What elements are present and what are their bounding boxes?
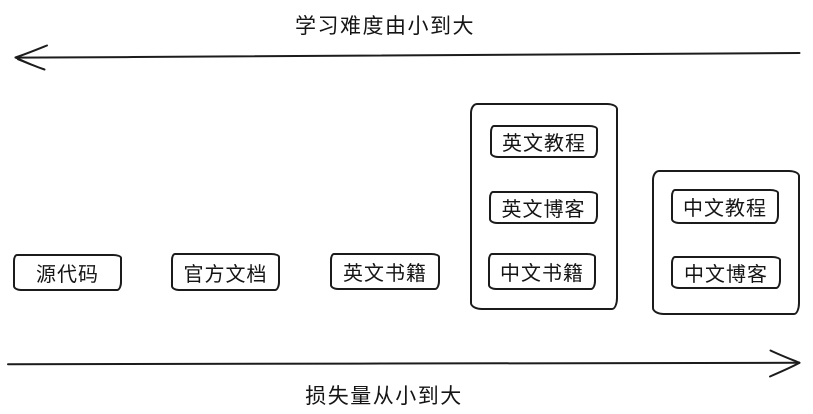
node-english-books: 英文书籍 (330, 253, 440, 290)
node-chinese-tutorials: 中文教程 (671, 189, 779, 224)
node-english-tutorials: 英文教程 (490, 125, 598, 158)
node-source-code: 源代码 (13, 254, 122, 291)
node-english-blogs: 英文博客 (489, 191, 598, 224)
node-chinese-blogs: 中文博客 (671, 256, 781, 289)
loss-axis-label: 损失量从小到大 (305, 384, 463, 408)
node-label: 中文教程 (683, 196, 767, 220)
right-arrow-icon (7, 349, 801, 378)
left-arrow-icon (14, 44, 801, 71)
node-label: 英文教程 (502, 131, 586, 155)
node-label: 中文博客 (684, 262, 768, 286)
node-official-docs: 官方文档 (171, 253, 280, 291)
group-box-2: 中文教程 中文博客 (652, 170, 800, 315)
difficulty-axis-label: 学习难度由小到大 (295, 14, 475, 38)
node-label: 官方文档 (183, 261, 268, 286)
node-label: 源代码 (36, 262, 99, 286)
group-box-1: 英文教程 英文博客 中文书籍 (470, 103, 618, 310)
node-chinese-books: 中文书籍 (488, 253, 596, 290)
node-label: 英文书籍 (343, 261, 427, 285)
node-label: 英文博客 (501, 197, 586, 221)
node-label: 中文书籍 (500, 261, 584, 285)
